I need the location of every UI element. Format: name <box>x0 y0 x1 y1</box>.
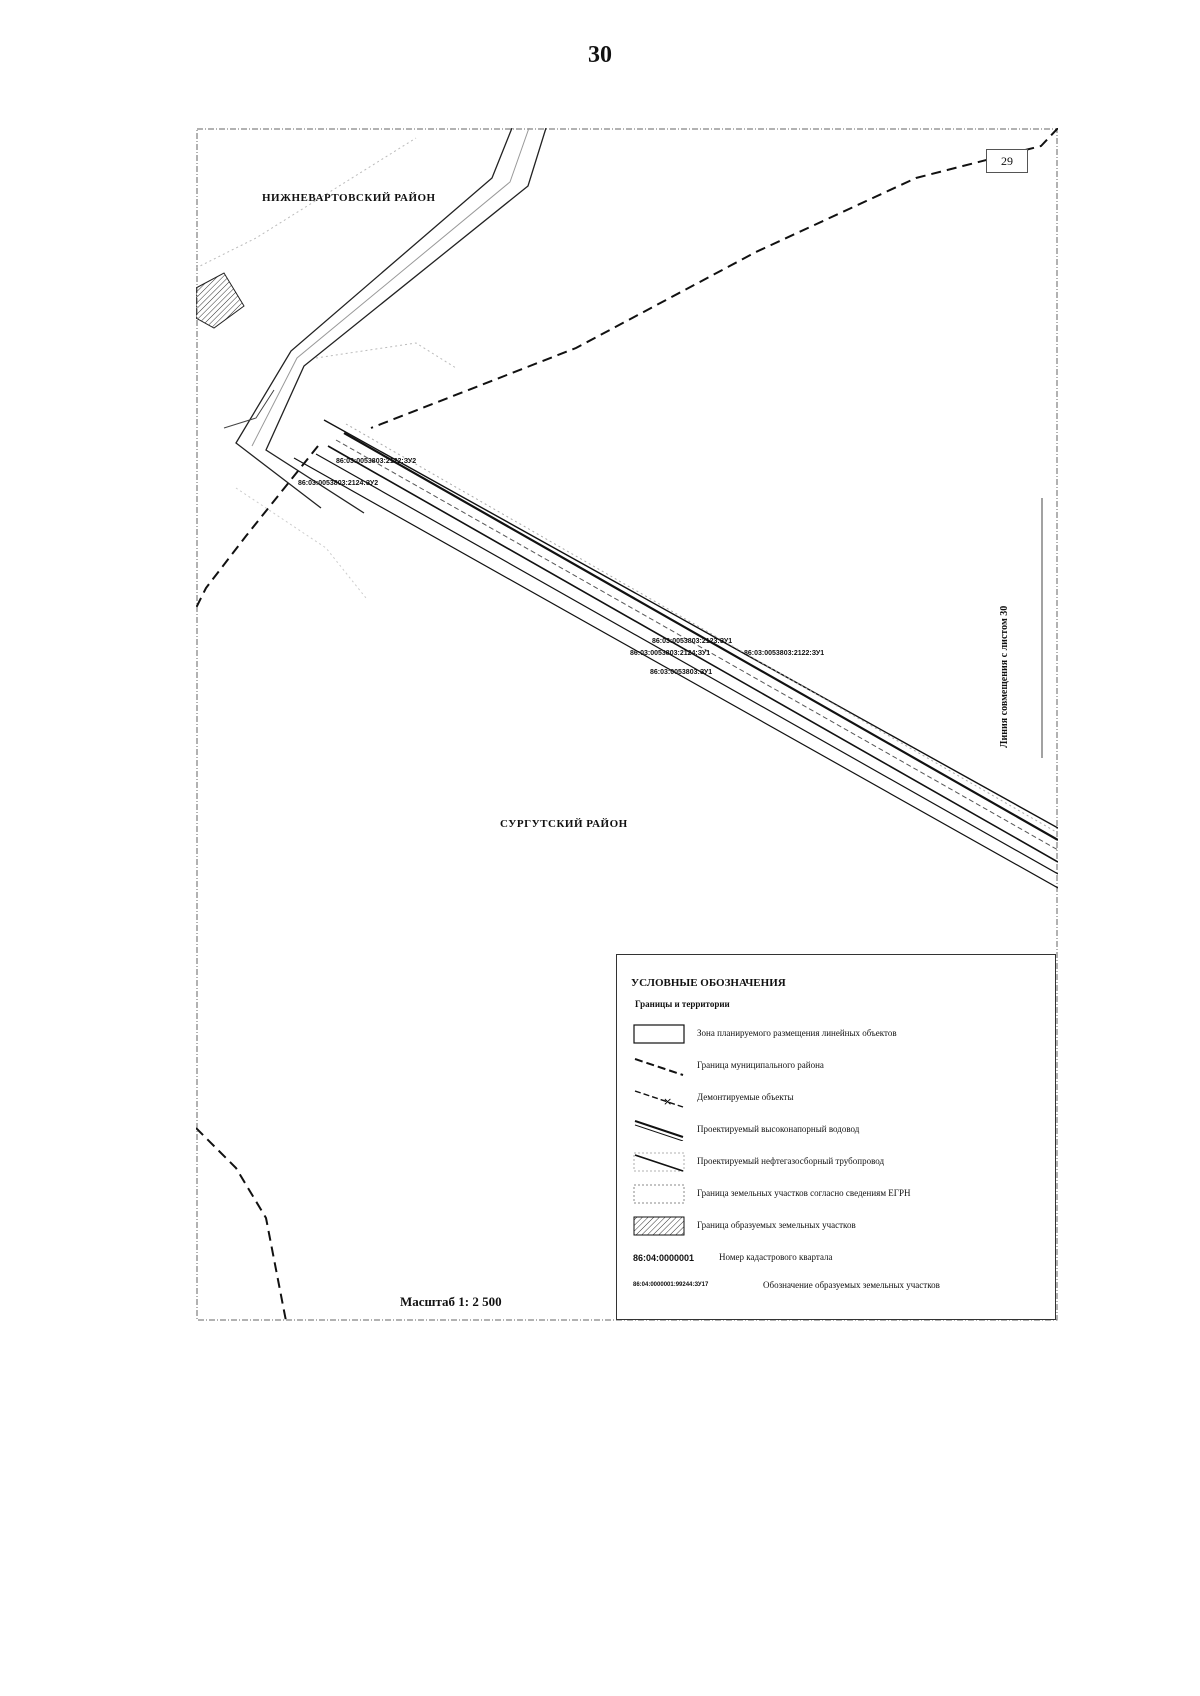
legend-item-label: Граница образуемых земельных участков <box>697 1220 856 1230</box>
svg-text:×: × <box>663 1095 672 1108</box>
egrn-parcel-contour-2 <box>315 342 457 369</box>
map-scale: Масштаб 1: 2 500 <box>400 1294 502 1309</box>
legend-item: Граница земельных участков согласно свед… <box>633 1181 1043 1207</box>
hatched-rect-symbol-icon <box>633 1216 685 1236</box>
legend-item-label: Обозначение образуемых земельных участко… <box>763 1280 940 1290</box>
legend-item-label: Проектируемый нефтегазосборный трубопров… <box>697 1156 885 1166</box>
parcel-label: 86:03:0053803:ЗУ1 <box>650 669 713 676</box>
corridor-north-edge <box>223 389 275 429</box>
district-boundary-south <box>196 1127 287 1321</box>
district-label-south: СУРГУТСКИЙ РАЙОН <box>500 818 628 830</box>
corridor-main-line-3 <box>335 439 1058 851</box>
legend-item-label: Зона планируемого размещения линейных об… <box>697 1028 897 1038</box>
district-boundary-north <box>370 128 1058 429</box>
corridor-main-line-2 <box>343 432 1058 841</box>
legend-subtitle: Границы и территории <box>635 999 730 1009</box>
parcel-label: 86:03:0053803:2123:ЗУ1 <box>652 638 733 645</box>
map-legend: УСЛОВНЫЕ ОБОЗНАЧЕНИЯ Границы и территори… <box>616 954 1056 1320</box>
legend-item-label: Граница земельных участков согласно свед… <box>697 1188 911 1198</box>
corridor-main-line-4 <box>327 445 1058 863</box>
legend-item-label: Проектируемый высоконапорный водовод <box>697 1124 860 1134</box>
page-number: 30 <box>588 42 612 68</box>
legend-item: Проектируемый нефтегазосборный трубопров… <box>633 1149 1043 1175</box>
sheet-frame <box>196 128 1058 1321</box>
corridor-main-line-6 <box>293 457 1058 889</box>
corridor-north-inner <box>265 128 547 514</box>
district-label-north: НИЖНЕВАРТОВСКИЙ РАЙОН <box>262 192 436 204</box>
corridor-north-gray <box>251 128 530 447</box>
parcel-label: 86:03:0053803:2124:ЗУ1 <box>630 650 711 657</box>
legend-item: Граница образуемых земельных участков <box>633 1213 1043 1239</box>
corridor-main-line-5 <box>315 453 1058 875</box>
adjacent-sheet-ref: 29 <box>986 149 1028 173</box>
map-sheet: НИЖНЕВАРТОВСКИЙ РАЙОН СУРГУТСКИЙ РАЙОН 2… <box>196 128 1058 1321</box>
legend-item-label: Номер кадастрового квартала <box>719 1252 833 1262</box>
single-line-symbol-icon <box>633 1152 685 1172</box>
match-line-label: Линия совмещения с листом 30 <box>999 605 1010 748</box>
legend-item: × Демонтируемые объекты <box>633 1085 1043 1111</box>
rect-outline-symbol-icon <box>633 1024 685 1044</box>
legend-item-label: Демонтируемые объекты <box>697 1092 794 1102</box>
legend-code-item: 86:04:0000001:99244:ЗУ17 Обозначение обр… <box>633 1273 1043 1299</box>
corridor-north-outer <box>235 128 513 509</box>
double-line-symbol-icon <box>634 1120 684 1141</box>
legend-code-item: 86:04:0000001 Номер кадастрового квартал… <box>633 1245 1043 1271</box>
legend-code-sample: 86:04:0000001:99244:ЗУ17 <box>633 1282 709 1288</box>
dotted-rect-symbol-icon <box>633 1184 685 1204</box>
map-drawing <box>196 128 1058 1321</box>
parcel-label: 86:03:0053803:2122:ЗУ2 <box>336 458 417 465</box>
parcel-label: 86:03:0053803:2124:ЗУ2 <box>298 480 379 487</box>
legend-code-sample: 86:04:0000001 <box>633 1253 695 1263</box>
corridor-main-line-1 <box>323 419 1058 829</box>
egrn-parcel-contour-3 <box>235 487 367 599</box>
parcel-label: 86:03:0053803:2122:ЗУ1 <box>744 650 825 657</box>
district-boundary-west <box>196 445 319 609</box>
corridor-main-gray <box>345 423 1058 834</box>
dismantled-symbol-icon: × <box>634 1090 684 1108</box>
legend-item: Граница муниципального района <box>633 1053 1043 1079</box>
hatched-parcel <box>196 272 245 329</box>
legend-title: УСЛОВНЫЕ ОБОЗНАЧЕНИЯ <box>631 977 786 989</box>
legend-item-label: Граница муниципального района <box>697 1060 824 1070</box>
dashed-line-symbol-icon <box>634 1058 684 1076</box>
legend-item: Проектируемый высоконапорный водовод <box>633 1117 1043 1143</box>
legend-item: Зона планируемого размещения линейных об… <box>633 1021 1043 1047</box>
